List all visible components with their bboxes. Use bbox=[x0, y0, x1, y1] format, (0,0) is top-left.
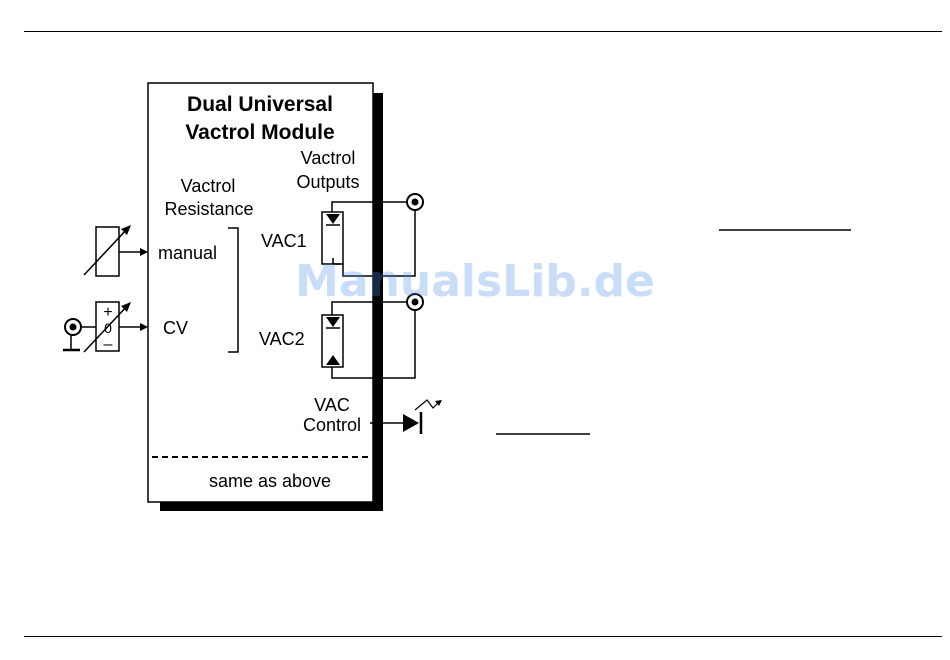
module-title-line1: Dual Universal bbox=[187, 93, 333, 116]
manual-pot-icon bbox=[84, 225, 148, 276]
module-title-line2: Vactrol Module bbox=[185, 121, 334, 144]
resistance-label-line2: Resistance bbox=[164, 199, 253, 219]
vac1-output-jack-icon bbox=[407, 194, 423, 210]
outputs-label-line1: Vactrol bbox=[301, 148, 356, 168]
outputs-label-line2: Outputs bbox=[296, 172, 359, 192]
plus-sign: + bbox=[103, 304, 112, 321]
vac2-label: VAC2 bbox=[259, 329, 305, 349]
vac1-label: VAC1 bbox=[261, 231, 307, 251]
control-label-line1: VAC bbox=[314, 395, 350, 415]
minus-sign: – bbox=[104, 336, 113, 353]
control-label-line2: Control bbox=[303, 415, 361, 435]
manual-label: manual bbox=[158, 243, 217, 263]
same-as-above-label: same as above bbox=[209, 471, 331, 491]
cv-label: CV bbox=[163, 318, 188, 338]
watermark-text: ManualsLib.de bbox=[295, 256, 655, 307]
resistance-label-line1: Vactrol bbox=[181, 176, 236, 196]
vac2-vactrol-icon bbox=[322, 315, 343, 367]
